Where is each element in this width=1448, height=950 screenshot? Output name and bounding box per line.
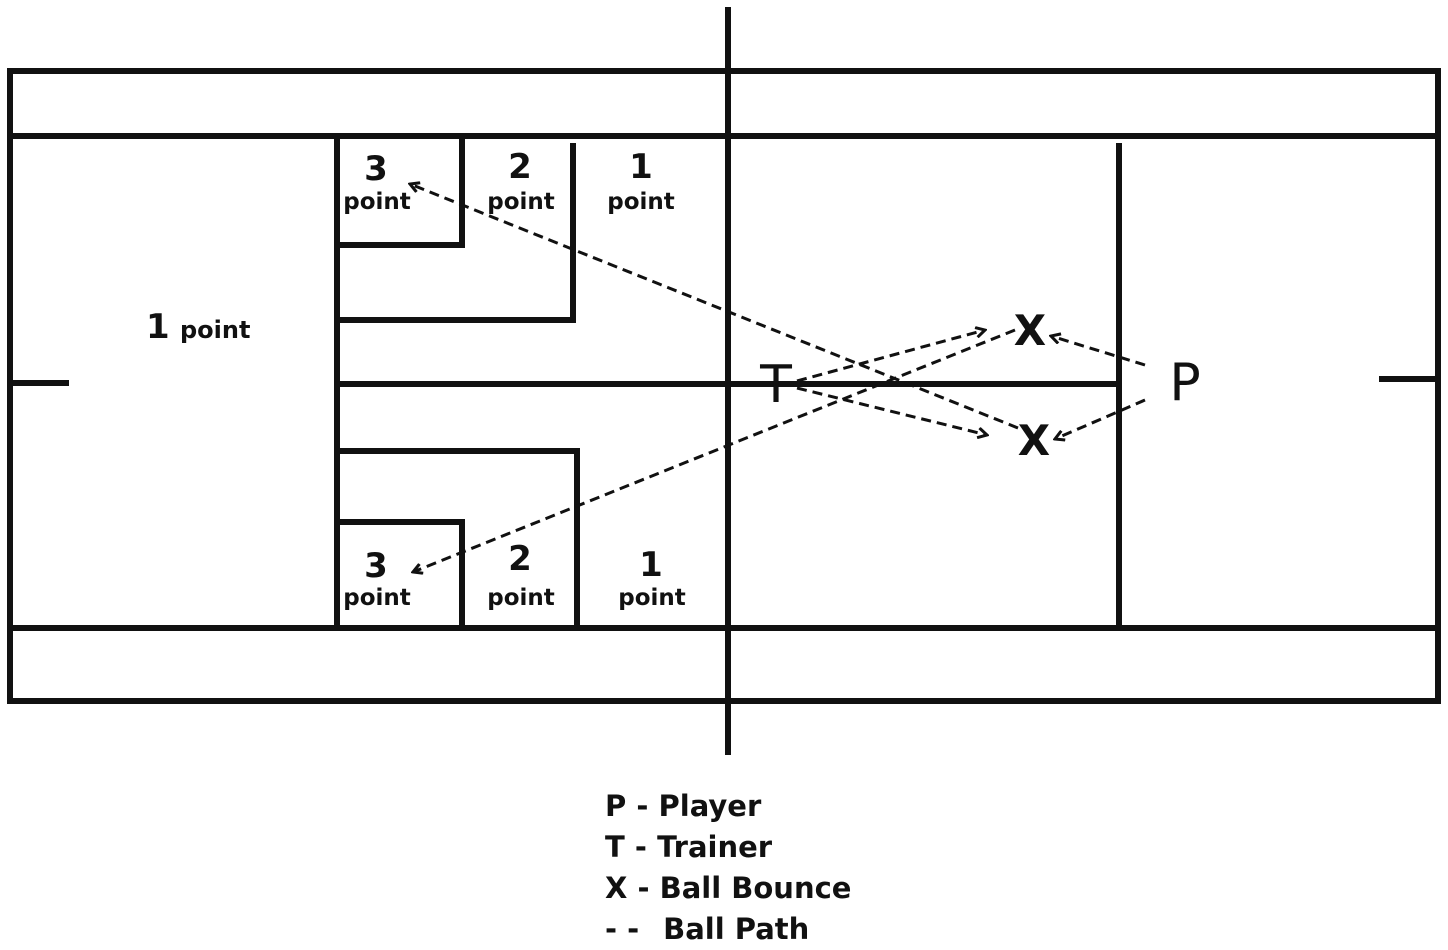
court-outline bbox=[7, 68, 1441, 704]
ball-path-upper-bounce-to-bottom-3-zone bbox=[413, 328, 1016, 572]
target-zones bbox=[334, 137, 580, 627]
top-3-point-box bbox=[334, 137, 465, 248]
legend-item-player: P - Player bbox=[605, 786, 851, 827]
legend-item-trainer: T - Trainer bbox=[605, 827, 851, 868]
bottom-zone-3-word: point bbox=[343, 585, 411, 611]
bottom-zone-1-number: 1 bbox=[639, 545, 663, 585]
upper-bounce-marker: X bbox=[1014, 306, 1046, 355]
top-zone-3-word: point bbox=[343, 189, 411, 215]
court-lines bbox=[7, 7, 1441, 755]
bottom-zone-1-word: point bbox=[618, 585, 686, 611]
top-zone-1-word: point bbox=[607, 189, 675, 215]
top-zone-2-word: point bbox=[487, 189, 555, 215]
bottom-zone-3-number: 3 bbox=[364, 546, 388, 586]
zone-labels: 1 point 3 point 2 point 1 point 3 point … bbox=[146, 147, 686, 611]
legend-separator: - bbox=[637, 871, 650, 905]
markers: T P X X bbox=[759, 306, 1201, 465]
legend-key: P bbox=[605, 789, 627, 823]
legend-key: X bbox=[605, 871, 628, 905]
bottom-3-point-box bbox=[334, 519, 465, 627]
ball-path-lower-bounce-to-top-3-zone bbox=[410, 184, 1019, 430]
ball-path-player-to-lower-bounce bbox=[1055, 398, 1146, 439]
ball-path-player-to-upper-bounce bbox=[1051, 336, 1146, 367]
legend-separator: - bbox=[634, 830, 647, 864]
top-2-point-box bbox=[334, 143, 576, 323]
bottom-zone-2-word: point bbox=[487, 585, 555, 611]
legend-key: - - bbox=[605, 912, 640, 946]
legend-label: Ball Path bbox=[663, 912, 810, 946]
legend-separator: - bbox=[636, 789, 649, 823]
legend-item-ball-bounce: X - Ball Bounce bbox=[605, 868, 851, 909]
legend-item-ball-path: - - Ball Path bbox=[605, 909, 851, 950]
ball-path-trainer-to-lower-bounce bbox=[796, 386, 987, 435]
bottom-zone-2-number: 2 bbox=[508, 539, 532, 579]
trainer-marker: T bbox=[759, 355, 792, 415]
top-zone-1-number: 1 bbox=[629, 147, 653, 187]
left-back-points-word: point bbox=[180, 316, 250, 344]
left-back-points-number: 1 bbox=[146, 307, 170, 347]
player-marker: P bbox=[1169, 353, 1200, 413]
top-zone-2-number: 2 bbox=[508, 147, 532, 187]
legend-label: Trainer bbox=[657, 830, 773, 864]
legend-key: T bbox=[605, 830, 625, 864]
lower-bounce-marker: X bbox=[1018, 416, 1050, 465]
ball-path-trainer-to-upper-bounce bbox=[796, 330, 985, 383]
ball-paths bbox=[410, 184, 1146, 572]
legend: P - Player T - Trainer X - Ball Bounce -… bbox=[605, 786, 851, 950]
legend-label: Player bbox=[658, 789, 762, 823]
legend-label: Ball Bounce bbox=[659, 871, 852, 905]
top-zone-3-number: 3 bbox=[364, 149, 388, 189]
bottom-2-point-box bbox=[334, 448, 580, 627]
